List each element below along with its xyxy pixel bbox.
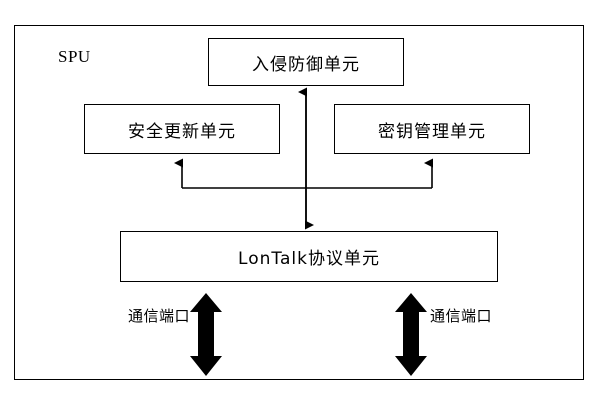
spu-label: SPU	[58, 47, 91, 66]
security-update-unit-box[interactable]: 安全更新单元	[84, 104, 280, 154]
intrusion-prevention-unit-label: 入侵防御单元	[252, 54, 360, 75]
lontalk-protocol-unit-box[interactable]: LonTalk协议单元	[120, 231, 498, 282]
lontalk-protocol-unit-label: LonTalk协议单元	[238, 249, 380, 269]
key-management-unit-box[interactable]: 密钥管理单元	[334, 104, 530, 154]
communication-port-left-label: 通信端口	[128, 307, 191, 325]
security-update-unit-label: 安全更新单元	[128, 121, 236, 142]
communication-port-right-label: 通信端口	[430, 307, 493, 325]
key-management-unit-label: 密钥管理单元	[378, 121, 486, 142]
intrusion-prevention-unit-box[interactable]: 入侵防御单元	[208, 38, 404, 86]
